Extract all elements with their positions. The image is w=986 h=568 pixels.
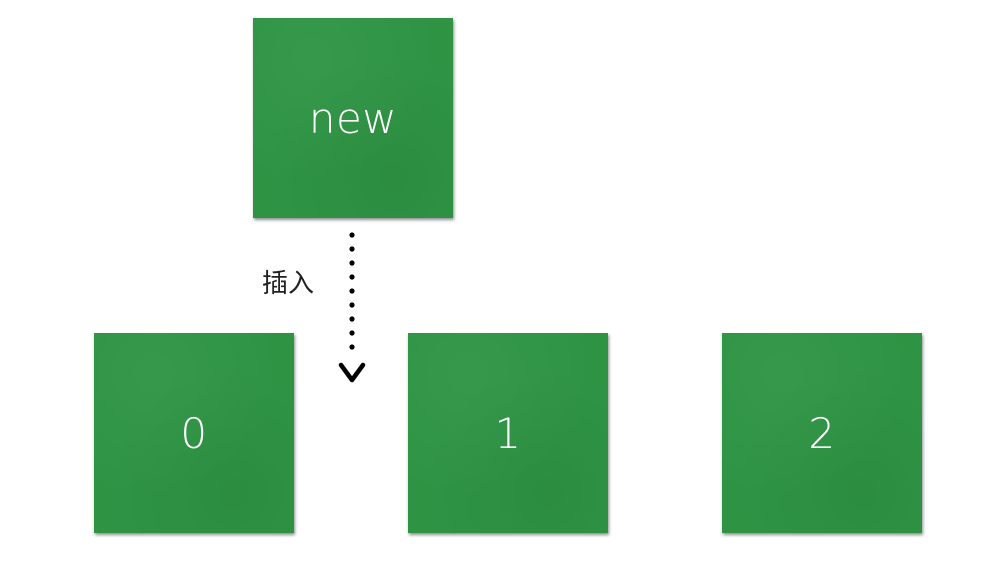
array-block-label: 1 <box>494 408 522 458</box>
insert-label: 插入 <box>262 269 315 299</box>
array-block-2: 2 <box>722 333 922 533</box>
new-element-block: new <box>253 18 453 218</box>
array-block-1: 1 <box>408 333 608 533</box>
array-block-0: 0 <box>94 333 294 533</box>
array-block-label: 0 <box>180 408 208 458</box>
insert-arrow-head <box>338 362 366 383</box>
new-element-label: new <box>308 93 398 143</box>
array-block-label: 2 <box>808 408 836 458</box>
insert-arrow-dots <box>349 232 355 350</box>
insert-arrow-icon <box>338 232 366 383</box>
